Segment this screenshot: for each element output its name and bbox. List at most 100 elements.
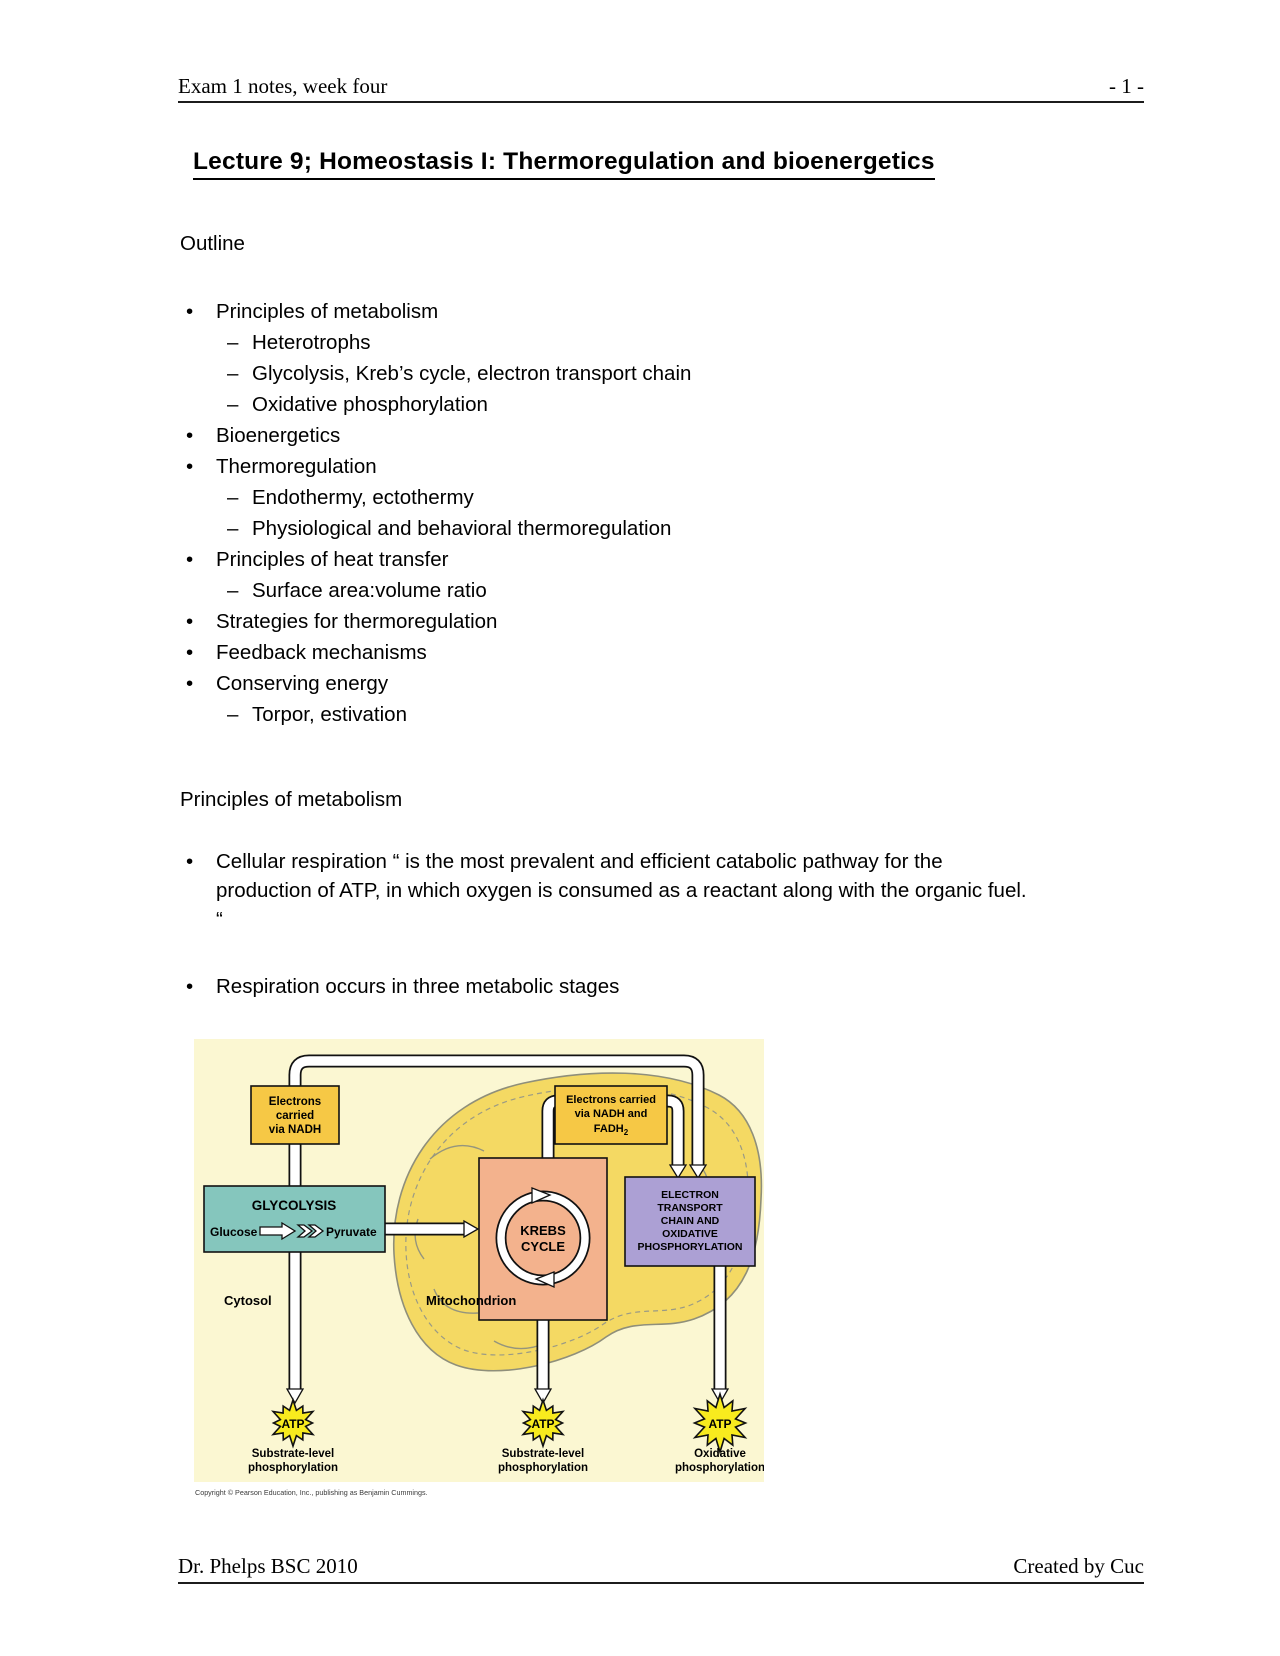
glucose-arrow-icon xyxy=(259,1221,297,1241)
outline-item-text: Principles of metabolism xyxy=(216,300,439,323)
outline-item-text: Conserving energy xyxy=(216,672,389,695)
outline-item-text: Glycolysis, Kreb’s cycle, electron trans… xyxy=(252,362,692,385)
outline-item: –Torpor, estivation xyxy=(186,699,691,730)
krebs-line2: CYCLE xyxy=(521,1239,565,1254)
etc-line2: TRANSPORT xyxy=(657,1202,723,1214)
content-bullets: • Cellular respiration “ is the most prev… xyxy=(186,847,1030,1039)
page-number: - 1 - xyxy=(1109,74,1144,98)
section-heading: Principles of metabolism xyxy=(180,788,403,811)
outline-item-text: Torpor, estivation xyxy=(252,703,407,726)
krebs-cycle-box: KREBS CYCLE xyxy=(478,1157,608,1321)
bullet-icon: • xyxy=(186,850,194,873)
arrowhead xyxy=(463,1219,480,1239)
page-footer: Dr. Phelps BSC 2010 Created by Cuc xyxy=(178,1554,1144,1584)
content-bullet-text: Cellular respiration “ is the most preva… xyxy=(216,850,1027,931)
arrow-tubes xyxy=(285,1054,730,1405)
phosphorylation-labels: Substrate-level phosphorylation Substrat… xyxy=(248,1448,765,1474)
content-bullet-text: Respiration occurs in three metabolic st… xyxy=(216,975,620,998)
fadh2-subscript: 2 xyxy=(624,1128,629,1137)
etc-line1: ELECTRON xyxy=(661,1189,719,1201)
atp1-caption-line2: phosphorylation xyxy=(248,1462,338,1474)
krebs-line1: KREBS xyxy=(520,1223,566,1238)
arrowhead xyxy=(688,1164,708,1180)
outline-item-text: Principles of heat transfer xyxy=(216,548,449,571)
electrons-nadh-box: Electrons carried via NADH xyxy=(250,1085,340,1145)
bullet-icon: • xyxy=(186,300,194,323)
fadh2-line1: Electrons carried xyxy=(566,1094,656,1106)
outline-item-text: Surface area:volume ratio xyxy=(252,579,487,602)
chevron-arrow-icon xyxy=(307,1224,325,1238)
dash-icon: – xyxy=(227,362,239,385)
outline-item-text: Thermoregulation xyxy=(216,455,377,478)
atp2-caption-line1: Substrate-level xyxy=(502,1448,584,1460)
outline-item-text: Oxidative phosphorylation xyxy=(252,393,488,416)
outline-item-text: Endothermy, ectothermy xyxy=(252,486,474,509)
copyright-line: Copyright © Pearson Education, Inc., pub… xyxy=(195,1488,428,1497)
footer-credit: Created by Cuc xyxy=(1013,1554,1144,1578)
respiration-diagram: Electrons carried via NADH Electrons car… xyxy=(194,1039,765,1506)
etc-line3: CHAIN AND xyxy=(661,1215,720,1227)
etc-box: ELECTRON TRANSPORT CHAIN AND OXIDATIVE P… xyxy=(624,1176,756,1267)
fadh2-line3: FADH2 xyxy=(594,1123,629,1137)
mitochondrion-label: Mitochondrion xyxy=(426,1293,516,1308)
outline-item: • Bioenergetics xyxy=(186,420,691,451)
arrowhead xyxy=(533,1388,553,1405)
bullet-icon: • xyxy=(186,641,194,664)
page-header: Exam 1 notes, week four - 1 - xyxy=(178,74,1144,103)
outline-list: •Principles of metabolism–Heterotrophs–G… xyxy=(186,296,691,730)
outline-item: • Principles of heat transfer xyxy=(186,544,691,575)
content-bullet: • Respiration occurs in three metabolic s… xyxy=(186,972,1030,1001)
outline-item: • Thermoregulation xyxy=(186,451,691,482)
dash-icon: – xyxy=(227,331,239,354)
outline-item: • Principles of metabolism xyxy=(186,296,691,327)
dash-icon: – xyxy=(227,486,239,509)
atp-starbursts: ATP ATP ATP xyxy=(270,1391,748,1455)
atp-star-icon xyxy=(692,1391,748,1455)
pyruvate-label: Pyruvate xyxy=(326,1225,377,1239)
bullet-icon: • xyxy=(186,672,194,695)
outline-item: –Glycolysis, Kreb’s cycle, electron tran… xyxy=(186,358,691,389)
electrons-nadh-line3: via NADH xyxy=(269,1124,321,1136)
outline-item: • Feedback mechanisms xyxy=(186,637,691,668)
header-title: Exam 1 notes, week four xyxy=(178,74,388,98)
fadh2-line2: via NADH and xyxy=(575,1108,648,1120)
krebs-arrowhead xyxy=(531,1187,552,1205)
atp1-caption-line1: Substrate-level xyxy=(252,1448,334,1460)
atp-star-icon xyxy=(270,1397,316,1449)
bullet-icon: • xyxy=(186,610,194,633)
electrons-nadh-fadh2-box: Electrons carried via NADH and FADH2 xyxy=(554,1085,668,1145)
outline-item: –Surface area:volume ratio xyxy=(186,575,691,606)
bullet-icon: • xyxy=(186,455,194,478)
dash-icon: – xyxy=(227,579,239,602)
chevron-arrow-icon xyxy=(296,1224,314,1238)
footer-author: Dr. Phelps BSC 2010 xyxy=(178,1554,358,1578)
dash-icon: – xyxy=(227,517,239,540)
fadh2-text: FADH xyxy=(594,1123,624,1135)
outline-item-text: Heterotrophs xyxy=(252,331,371,354)
outline-item: • Conserving energy xyxy=(186,668,691,699)
outline-item-text: Physiological and behavioral thermoregul… xyxy=(252,517,672,540)
krebs-arrowhead xyxy=(534,1271,555,1289)
respiration-figure: Electrons carried via NADH Electrons car… xyxy=(194,1039,765,1497)
atp3-caption-line1: Oxidative xyxy=(694,1448,746,1460)
lecture-title: Lecture 9; Homeostasis I: Thermoregulati… xyxy=(193,148,935,180)
outline-item-text: Strategies for thermoregulation xyxy=(216,610,498,633)
dash-icon: – xyxy=(227,393,239,416)
outline-item-text: Feedback mechanisms xyxy=(216,641,427,664)
outline-item: –Heterotrophs xyxy=(186,327,691,358)
outline-item: –Oxidative phosphorylation xyxy=(186,389,691,420)
bullet-icon: • xyxy=(186,548,194,571)
glycolysis-box: GLYCOLYSIS Glucose Pyruvate xyxy=(203,1185,386,1253)
atp-label: ATP xyxy=(281,1417,304,1431)
dash-icon: – xyxy=(227,703,239,726)
glycolysis-title: GLYCOLYSIS xyxy=(252,1198,337,1213)
bullet-icon: • xyxy=(186,975,194,998)
arrowhead xyxy=(668,1164,688,1180)
atp-label: ATP xyxy=(708,1417,731,1431)
outline-item-text: Bioenergetics xyxy=(216,424,341,447)
bullet-icon: • xyxy=(186,424,194,447)
etc-line4: OXIDATIVE xyxy=(662,1228,718,1240)
atp2-caption-line2: phosphorylation xyxy=(498,1462,588,1474)
outline-item: • Strategies for thermoregulation xyxy=(186,606,691,637)
